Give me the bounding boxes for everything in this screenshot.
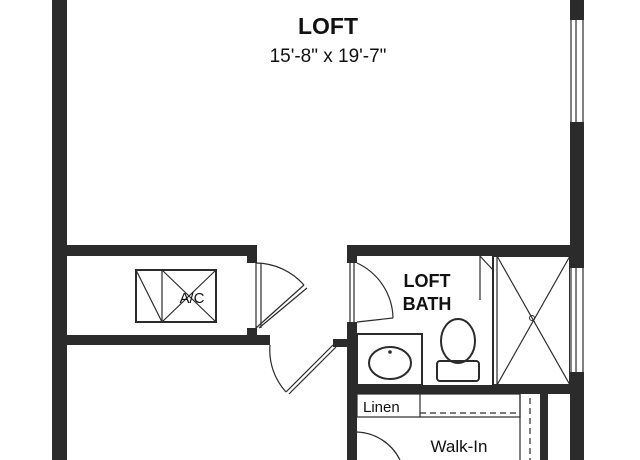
left-exterior-wall bbox=[52, 0, 67, 460]
bath-bottom-wall bbox=[347, 385, 584, 394]
shower bbox=[492, 255, 571, 386]
window-right-top bbox=[570, 0, 584, 122]
bath-left-wall-top bbox=[347, 245, 357, 263]
ac-closet-door[interactable] bbox=[255, 262, 308, 329]
bath-door[interactable] bbox=[349, 262, 394, 323]
walk-in-door-arc[interactable] bbox=[356, 431, 401, 460]
loft-bottom-wall-right bbox=[347, 245, 584, 256]
ac-unit bbox=[135, 269, 217, 323]
walk-in-shelving bbox=[519, 394, 548, 460]
shower-glass bbox=[479, 255, 494, 271]
ac-closet-bottom-wall bbox=[52, 335, 270, 345]
hall-door[interactable] bbox=[269, 344, 337, 395]
loft-bath-label-line1: LOFT bbox=[404, 271, 451, 291]
vanity bbox=[356, 333, 423, 386]
walk-in-label: Walk-In bbox=[431, 437, 488, 456]
hall-wall-stub bbox=[333, 339, 357, 347]
loft-title: LOFT bbox=[298, 13, 358, 39]
linen-label: Linen bbox=[363, 399, 400, 416]
ac-closet-right-wall-top bbox=[247, 245, 257, 263]
loft-bath-label-line2: BATH bbox=[403, 294, 452, 314]
loft-dimensions: 15'-8" x 19'-7" bbox=[270, 46, 387, 67]
ac-label: A/C bbox=[179, 290, 204, 307]
window-right-shower bbox=[570, 268, 584, 372]
loft-bottom-wall-left bbox=[52, 245, 257, 256]
right-exterior-wall-upper bbox=[570, 0, 584, 20]
toilet bbox=[436, 318, 480, 382]
